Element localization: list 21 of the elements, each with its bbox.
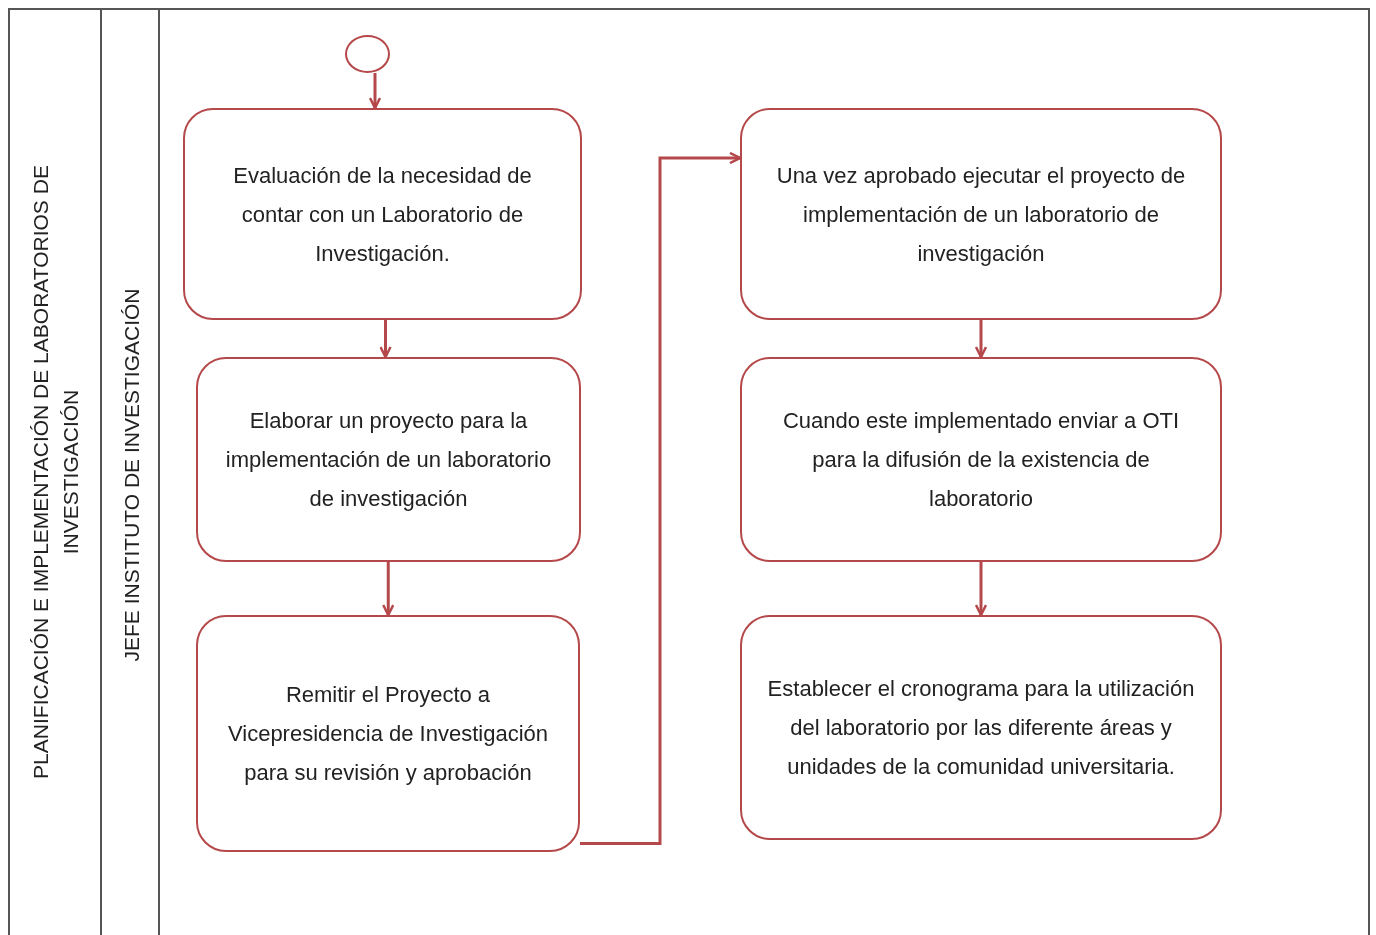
start-circle [345, 35, 390, 73]
step-text: Elaborar un proyecto para la implementación de un laboratorio de investigación [224, 407, 553, 513]
step-text: Una vez aprobado ejecutar el proyecto de implementación de un laboratorio de investigación [775, 161, 1187, 268]
arrow [379, 320, 392, 359]
step-text: Remitir el Proyecto a Vicepresidencia de Investigación para su revisión y aprobación [227, 681, 549, 787]
arrow [382, 562, 395, 617]
process-box [740, 615, 1222, 840]
process-box [196, 615, 580, 852]
lane-title: PLANIFICACIÓN E IMPLEMENTACIÓN DE LABORATORIOS DE INVESTIGACIÓN [28, 164, 83, 781]
step-text: Establecer el cronograma para la utilización del laboratorio por las diferente áreas y unidades de la comunidad universitaria. [766, 675, 1196, 781]
step-text: Evaluación de la necesidad de contar con un Laboratorio de Investigación. [232, 161, 533, 268]
step-text: Cuando este implementado enviar a OTI para la difusión de la existencia de laboratorio [781, 407, 1181, 513]
process-box [740, 357, 1222, 562]
process-box [196, 357, 581, 562]
arrow [974, 562, 988, 617]
arrow [580, 151, 742, 845]
arrow [974, 320, 988, 359]
process-box [183, 108, 582, 320]
arrow [368, 73, 382, 110]
process-box [740, 108, 1222, 320]
lane-title: JEFE INSTITUTO DE INVESTIGACIÓN [119, 287, 144, 664]
